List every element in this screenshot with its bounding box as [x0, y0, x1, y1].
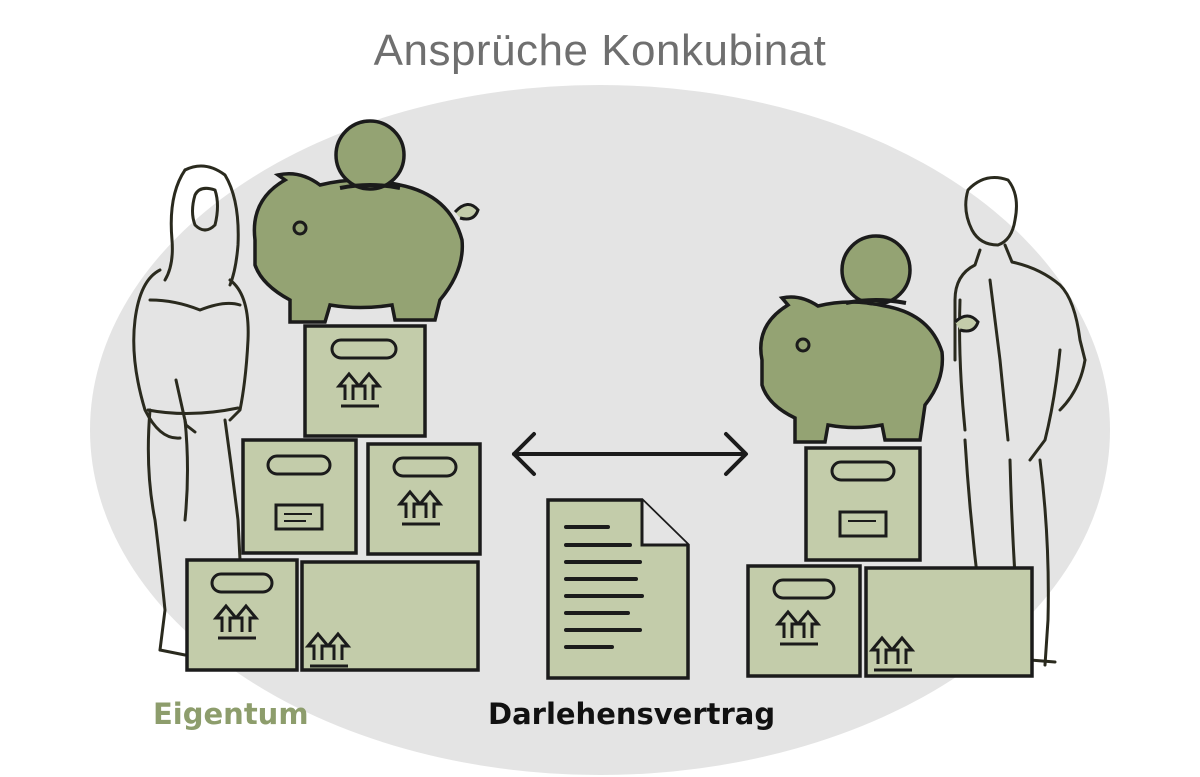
label-darlehensvertrag: Darlehensvertrag	[488, 697, 776, 731]
box-left-mid-2	[366, 442, 482, 556]
contract-document-icon	[546, 498, 690, 680]
box-right-bottom-2	[864, 566, 1034, 678]
piggy-bank-right	[759, 234, 980, 444]
box-left-bottom-2	[300, 560, 480, 672]
box-left-top	[303, 324, 427, 438]
piggy-bank-left	[252, 119, 480, 324]
box-right-bottom-1	[746, 564, 862, 678]
box-left-mid-1	[241, 438, 358, 555]
box-right-top	[804, 446, 922, 562]
man-figure	[953, 176, 1087, 667]
woman-figure	[132, 164, 250, 657]
box-left-bottom-1	[185, 558, 299, 672]
page-title: Ansprüche Konkubinat	[373, 26, 827, 75]
label-eigentum: Eigentum	[153, 697, 309, 731]
double-arrow	[512, 432, 748, 476]
